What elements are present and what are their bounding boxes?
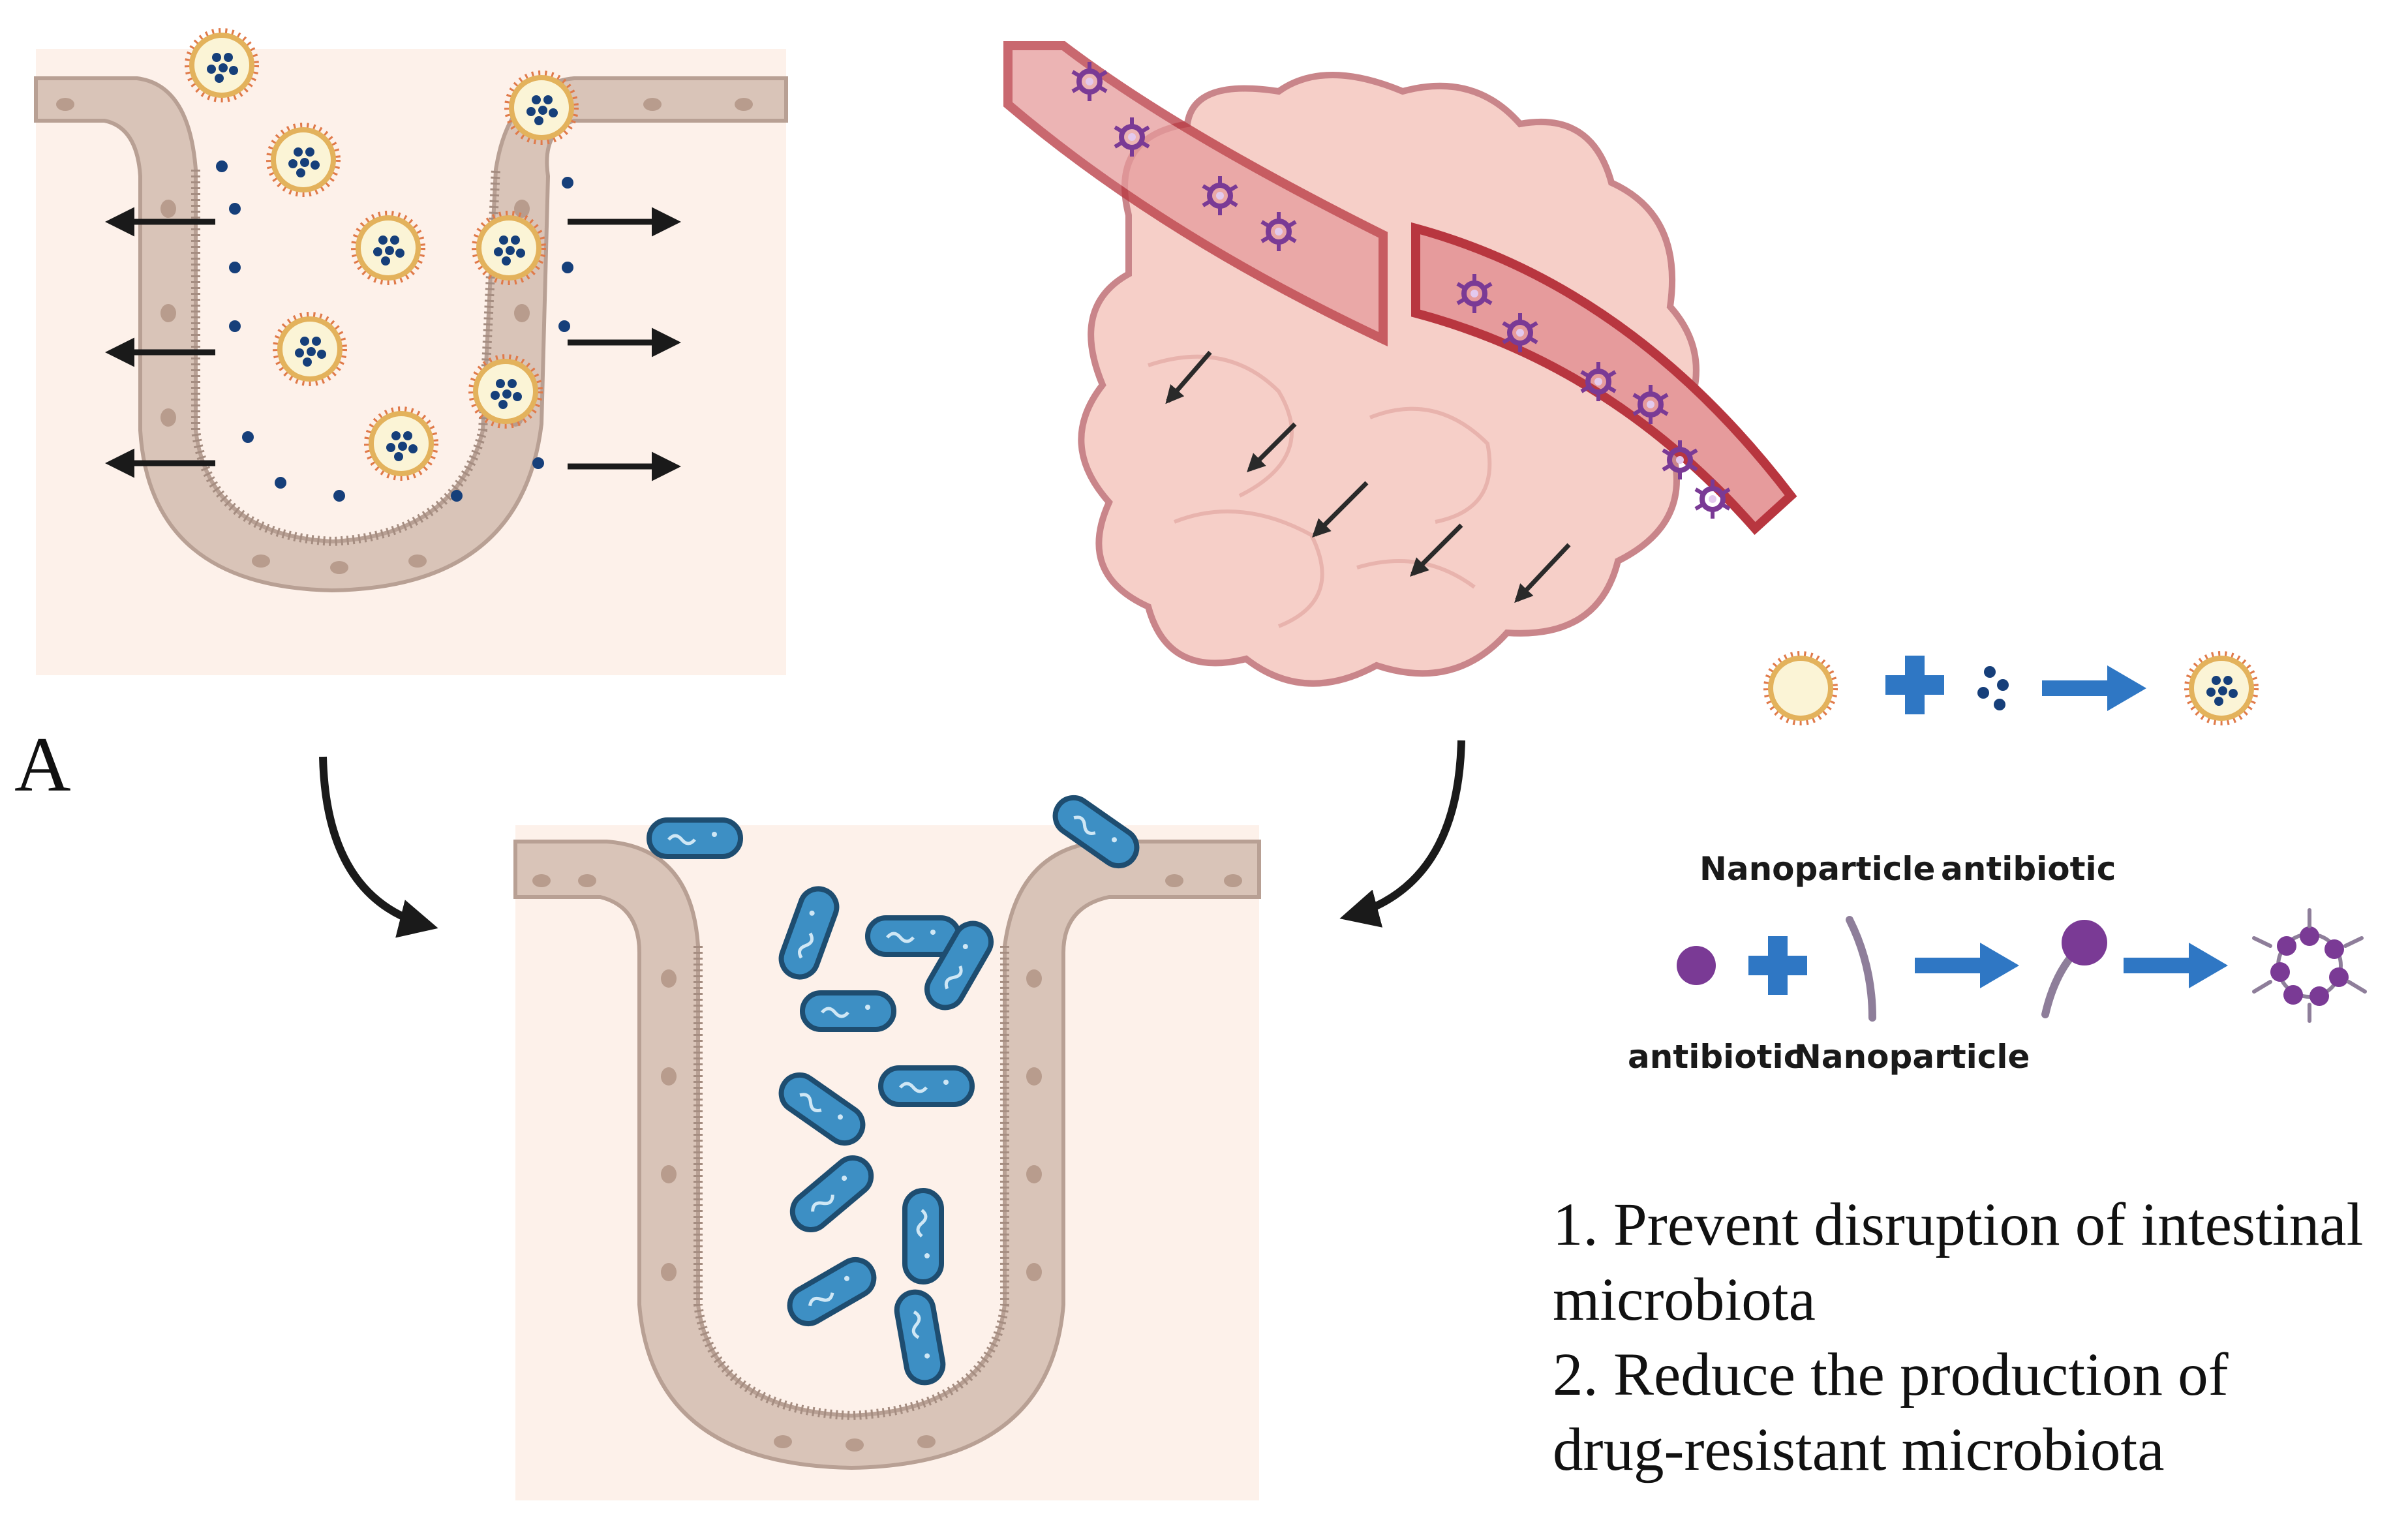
organ-panel <box>1003 41 1797 687</box>
micelle-icon <box>2252 908 2367 1023</box>
arrow-right-icon <box>2042 665 2146 711</box>
cell-nuclei <box>56 98 753 574</box>
blood-vessel-upper <box>1003 41 1388 347</box>
effect-line: microbiota <box>1553 1266 1816 1333</box>
nanoparticle-strand-icon <box>1846 916 1876 1022</box>
legend-row-2 <box>1677 908 2367 1023</box>
effect-line: drug-resistant microbiota <box>1553 1416 2165 1483</box>
effects-list: 1. Prevent disruption of intestinal micr… <box>1553 1187 2363 1487</box>
crypt-panel-bottom <box>513 791 1261 1500</box>
antibiotic-sphere-icon <box>1677 946 1716 985</box>
epithelium-layer-bottom <box>513 840 1261 1470</box>
empty-nanoparticle-icon <box>1767 654 1835 722</box>
epithelium-layer <box>34 76 788 593</box>
crypt-panel-top <box>34 31 788 675</box>
legend-label-nanoparticle-bottom: Nanoparticle <box>1794 1038 2030 1076</box>
free-drug-dots <box>216 160 573 502</box>
effect-line: 2. Reduce the production of <box>1553 1341 2229 1408</box>
legend-row-1 <box>1767 654 2255 722</box>
legend-label-nanoparticle-top: Nanoparticle <box>1699 850 1936 888</box>
diffusion-arrows <box>105 207 681 481</box>
organ-arrows <box>1165 350 1571 603</box>
legend-label-antibiotic-bottom: antibiotic <box>1628 1038 1803 1076</box>
arrow-right-icon-2 <box>1915 943 2019 988</box>
effect-line: 1. Prevent disruption of intestinal <box>1553 1191 2364 1258</box>
curved-arrow-left <box>319 756 438 938</box>
conjugate-icon <box>2062 920 2107 965</box>
blood-vessel-lower <box>1411 222 1797 535</box>
panel-letter: A <box>14 721 71 808</box>
arrow-right-icon-3 <box>2124 943 2228 988</box>
curved-arrow-right <box>1339 740 1465 928</box>
legend-label-antibiotic-top: antibiotic <box>1941 850 2116 888</box>
loaded-nanoparticle-icon <box>2187 654 2255 722</box>
cell-nuclei-bottom <box>532 874 1242 1452</box>
antibiotic-dots-icon <box>1977 666 2009 710</box>
